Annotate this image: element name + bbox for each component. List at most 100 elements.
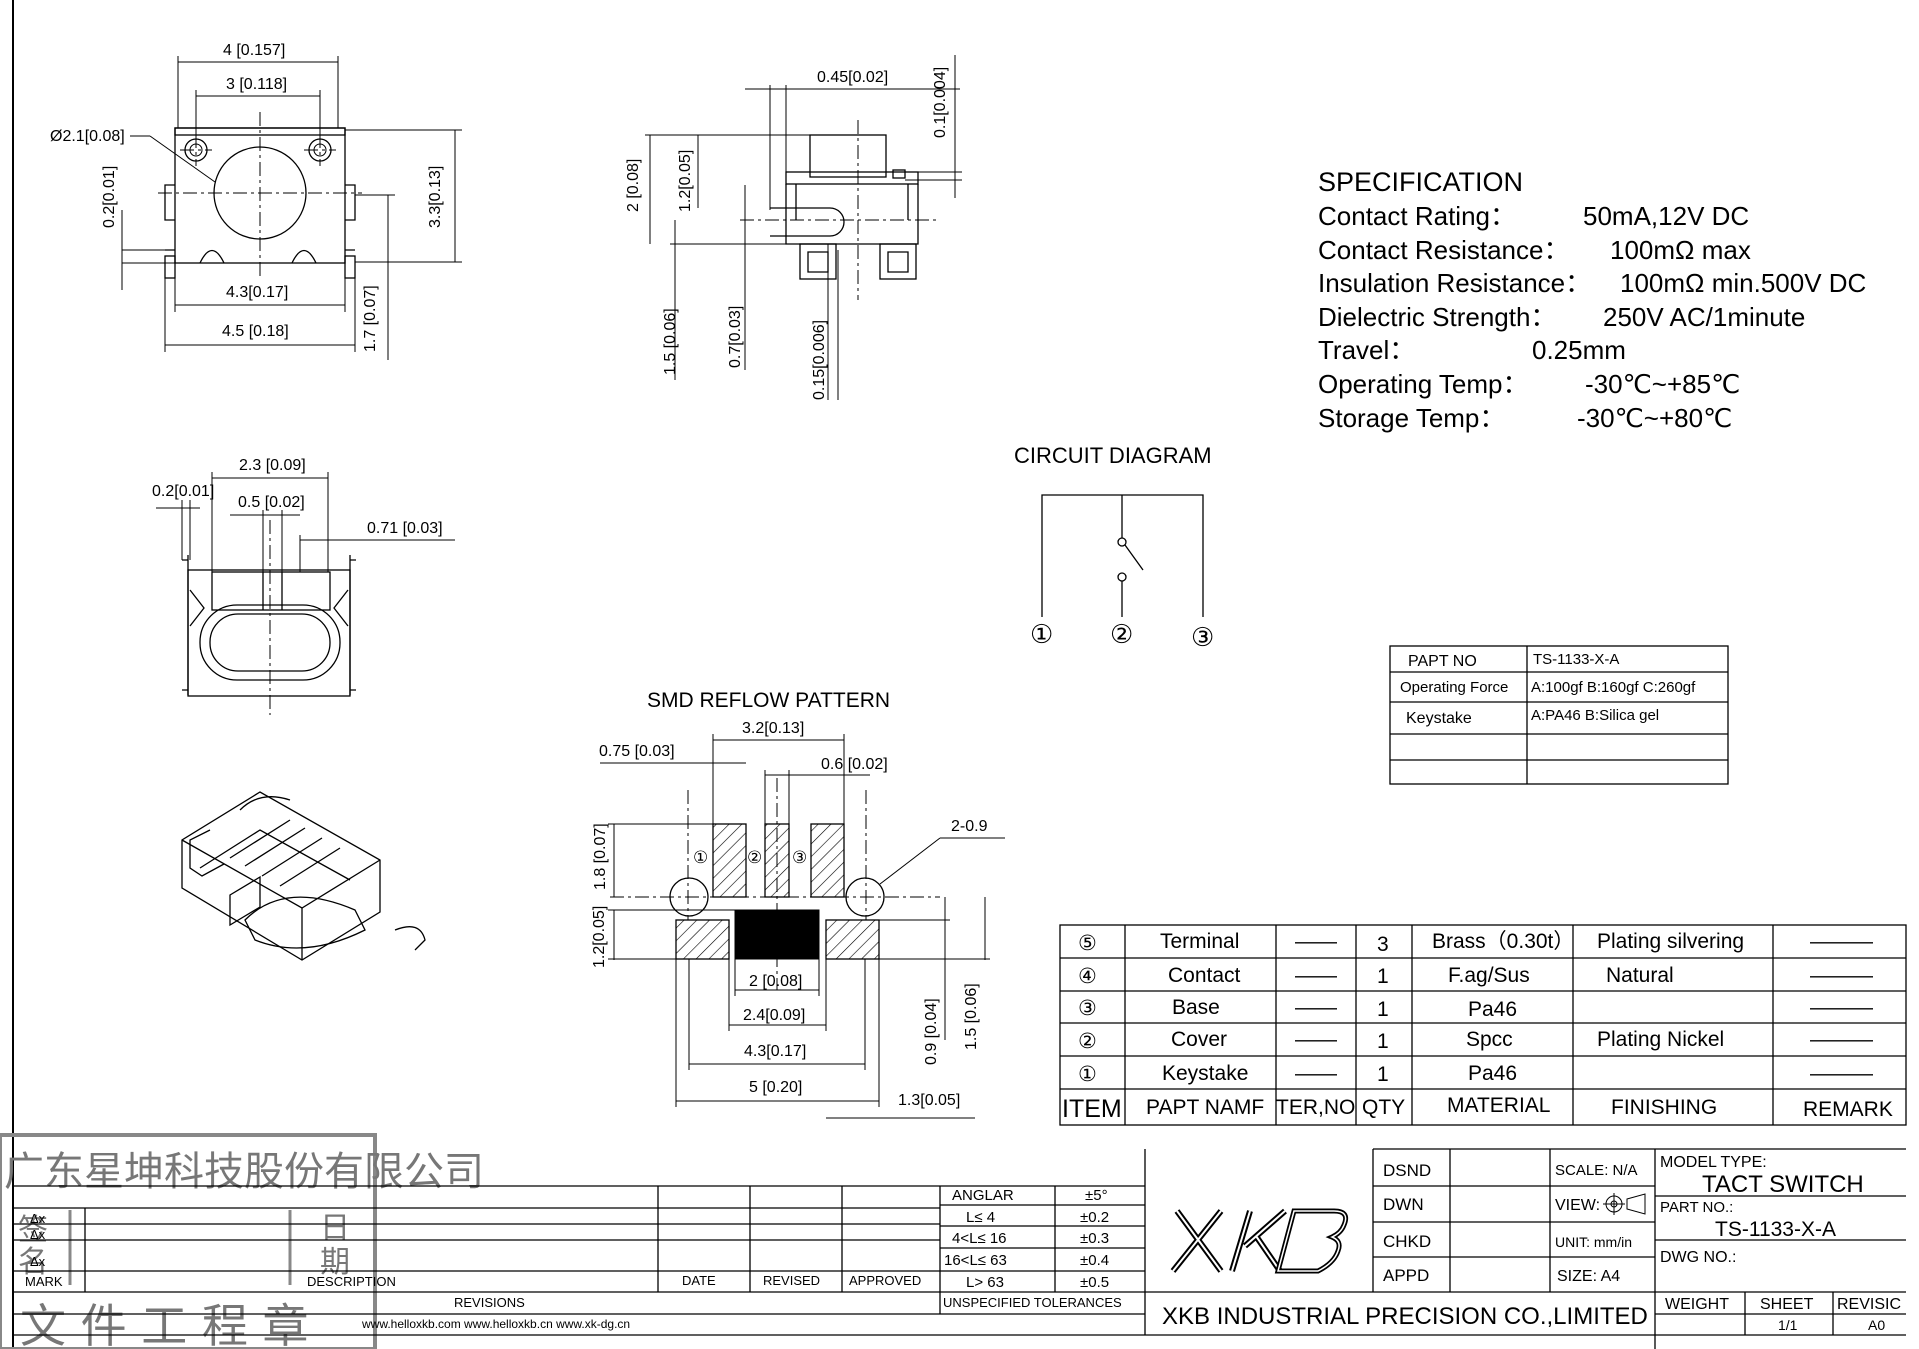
spec-title: SPECIFICATION <box>1318 167 1523 197</box>
tolerances-title: UNSPECIFIED TOLERANCES <box>943 1295 1122 1310</box>
bom-header-material: MATERIAL <box>1447 1094 1550 1117</box>
revision-revised-label: REVISED <box>763 1273 820 1288</box>
spec-value-4: 0.25mm <box>1532 335 1626 365</box>
projection-icon <box>1603 1193 1646 1215</box>
bom-item-2: ③ <box>1078 997 1097 1020</box>
bom-name-0: Terminal <box>1160 930 1239 953</box>
circuit-pin-2: ② <box>1110 619 1133 649</box>
seal-left-2: 名 <box>18 1245 48 1280</box>
weight-label: WEIGHT <box>1665 1296 1729 1313</box>
bom-material-0: Brass（0.30t） <box>1432 930 1574 953</box>
smd-dim-d11: 1.3[0.05] <box>898 1092 960 1109</box>
smd-pin-3: ③ <box>792 848 807 867</box>
smd-dim-d13: 1.5 [0.06] <box>963 983 980 1050</box>
dim-front-d: 0.71 [0.03] <box>367 520 443 537</box>
bom-table: ⑤ Terminal —— 3 Brass（0.30t） Plating sil… <box>1059 924 1907 1126</box>
dim-side-e: 1.5 [0.06] <box>662 308 679 375</box>
revision-label: REVISIC <box>1837 1296 1901 1313</box>
smd-reflow-pattern: SMD REFLOW PATTERN ① ② ③ 3.2[0.13] 0.75 … <box>591 689 1005 1119</box>
smd-dim-d5: 1.8 [0.07] <box>592 823 609 890</box>
sign-dsnd: DSND <box>1383 1161 1431 1180</box>
bom-header-ter: TER,NO <box>1276 1096 1355 1119</box>
revision-description-label: DESCRIPTION <box>307 1274 396 1289</box>
view-label: VIEW: <box>1555 1197 1600 1214</box>
model-type-label: MODEL TYPE: <box>1660 1154 1767 1171</box>
tol-label-2: 4<L≤ 16 <box>952 1230 1007 1247</box>
bom-finish-0: Plating silvering <box>1597 930 1744 953</box>
spec-label-1: Contact Resistance： <box>1318 235 1569 265</box>
dim-front-a: 2.3 [0.09] <box>239 457 306 474</box>
dim-top-g: 4.5 [0.18] <box>222 323 289 340</box>
spec-value-3: 250V AC/1minute <box>1603 302 1805 332</box>
dim-side-g: 0.15[0.006] <box>811 320 828 400</box>
xkb-logo <box>1170 1208 1349 1274</box>
tol-value-0: ±5° <box>1085 1187 1108 1204</box>
bom-material-3: Spcc <box>1466 1028 1513 1051</box>
bom-remark-3: ——— <box>1810 1028 1873 1051</box>
spec-value-0: 50mA,12V DC <box>1583 201 1749 231</box>
bom-material-1: F.ag/Sus <box>1448 964 1530 987</box>
smd-pin-1: ① <box>693 848 708 867</box>
unit-label: UNIT: mm/in <box>1555 1234 1632 1250</box>
spec-label-0: Contact Rating： <box>1318 201 1516 231</box>
dim-side-f: 0.7[0.03] <box>727 306 744 368</box>
spec-value-1: 100mΩ max <box>1610 235 1751 265</box>
tol-value-3: ±0.4 <box>1080 1252 1109 1269</box>
tol-label-3: 16<L≤ 63 <box>944 1252 1007 1269</box>
tol-value-2: ±0.3 <box>1080 1230 1109 1247</box>
spec-value-5: -30℃~+85℃ <box>1585 369 1740 399</box>
bom-remark-2: ——— <box>1810 996 1873 1019</box>
bom-finish-3: Plating Nickel <box>1597 1028 1724 1051</box>
seal-left-1: 签 <box>18 1213 48 1248</box>
spec-label-5: Operating Temp： <box>1318 369 1529 399</box>
revision-mark-label: MARK <box>25 1274 63 1289</box>
smd-title: SMD REFLOW PATTERN <box>647 689 890 712</box>
spec-label-2: Insulation Resistance： <box>1318 268 1591 298</box>
revision-marker-2: Δx <box>30 1254 46 1269</box>
sign-dwn: DWN <box>1383 1195 1424 1214</box>
revision-value: A0 <box>1868 1317 1885 1333</box>
bom-name-3: Cover <box>1171 1028 1227 1051</box>
smd-dim-d7: 2 [0.08] <box>749 973 802 990</box>
bom-qty-1: 1 <box>1377 965 1389 988</box>
part-table-label-0: PAPT NO <box>1408 653 1477 670</box>
dim-top-h: 1.7 [0.07] <box>362 285 379 352</box>
smd-dim-d6: 1.2[0.05] <box>591 906 608 968</box>
smd-dim-d12: 0.9 [0.04] <box>923 998 940 1065</box>
spec-value-6: -30℃~+80℃ <box>1577 403 1732 433</box>
circuit-pin-1: ① <box>1030 619 1053 649</box>
circuit-diagram: CIRCUIT DIAGRAM ① ② ③ <box>1014 443 1214 652</box>
smd-dim-d1: 3.2[0.13] <box>742 720 804 737</box>
bom-name-1: Contact <box>1168 964 1241 987</box>
part-table-value-2: A:PA46 B:Silica gel <box>1531 707 1659 724</box>
smd-dim-d8: 2.4[0.09] <box>743 1007 805 1024</box>
bom-ter-0: —— <box>1295 930 1337 953</box>
part-no-label: PART NO.: <box>1660 1199 1733 1216</box>
bom-item-4: ① <box>1078 1063 1097 1086</box>
tol-label-0: ANGLAR <box>952 1187 1014 1204</box>
dim-top-c: Ø2.1[0.08] <box>50 128 125 145</box>
side-view: 0.45[0.02] 0.1[0.004] 2 [0.08] 1.2[0.05]… <box>625 55 962 400</box>
tol-label-1: L≤ 4 <box>966 1209 995 1226</box>
bom-ter-2: —— <box>1295 996 1337 1019</box>
company-name: XKB INDUSTRIAL PRECISION CO.,LIMITED <box>1162 1303 1648 1330</box>
bom-qty-3: 1 <box>1377 1030 1389 1053</box>
dim-top-e: 3.3[0.13] <box>427 166 444 228</box>
dim-top-d: 0.2[0.01] <box>101 166 118 228</box>
bom-qty-0: 3 <box>1377 933 1389 956</box>
revision-marker-0: Δx <box>30 1211 46 1226</box>
revisions-block: Δx Δx Δx MARK DESCRIPTION DATE REVISED A… <box>13 1149 1906 1336</box>
part-table-value-1: A:100gf B:160gf C:260gf <box>1531 679 1696 696</box>
bom-material-2: Pa46 <box>1468 998 1517 1021</box>
tol-value-1: ±0.2 <box>1080 1209 1109 1226</box>
dwg-no-label: DWG NO.: <box>1660 1249 1736 1266</box>
dim-top-f: 4.3[0.17] <box>226 284 288 301</box>
bom-item-1: ④ <box>1078 965 1097 988</box>
bom-item-0: ⑤ <box>1078 932 1097 955</box>
bom-qty-2: 1 <box>1377 998 1389 1021</box>
model-type-value: TACT SWITCH <box>1702 1171 1864 1198</box>
isometric-view <box>181 791 426 961</box>
top-view: 4 [0.157] 3 [0.118] Ø2.1[0.08] 0.2[0.01]… <box>50 42 462 360</box>
tol-label-4: L> 63 <box>966 1274 1004 1291</box>
